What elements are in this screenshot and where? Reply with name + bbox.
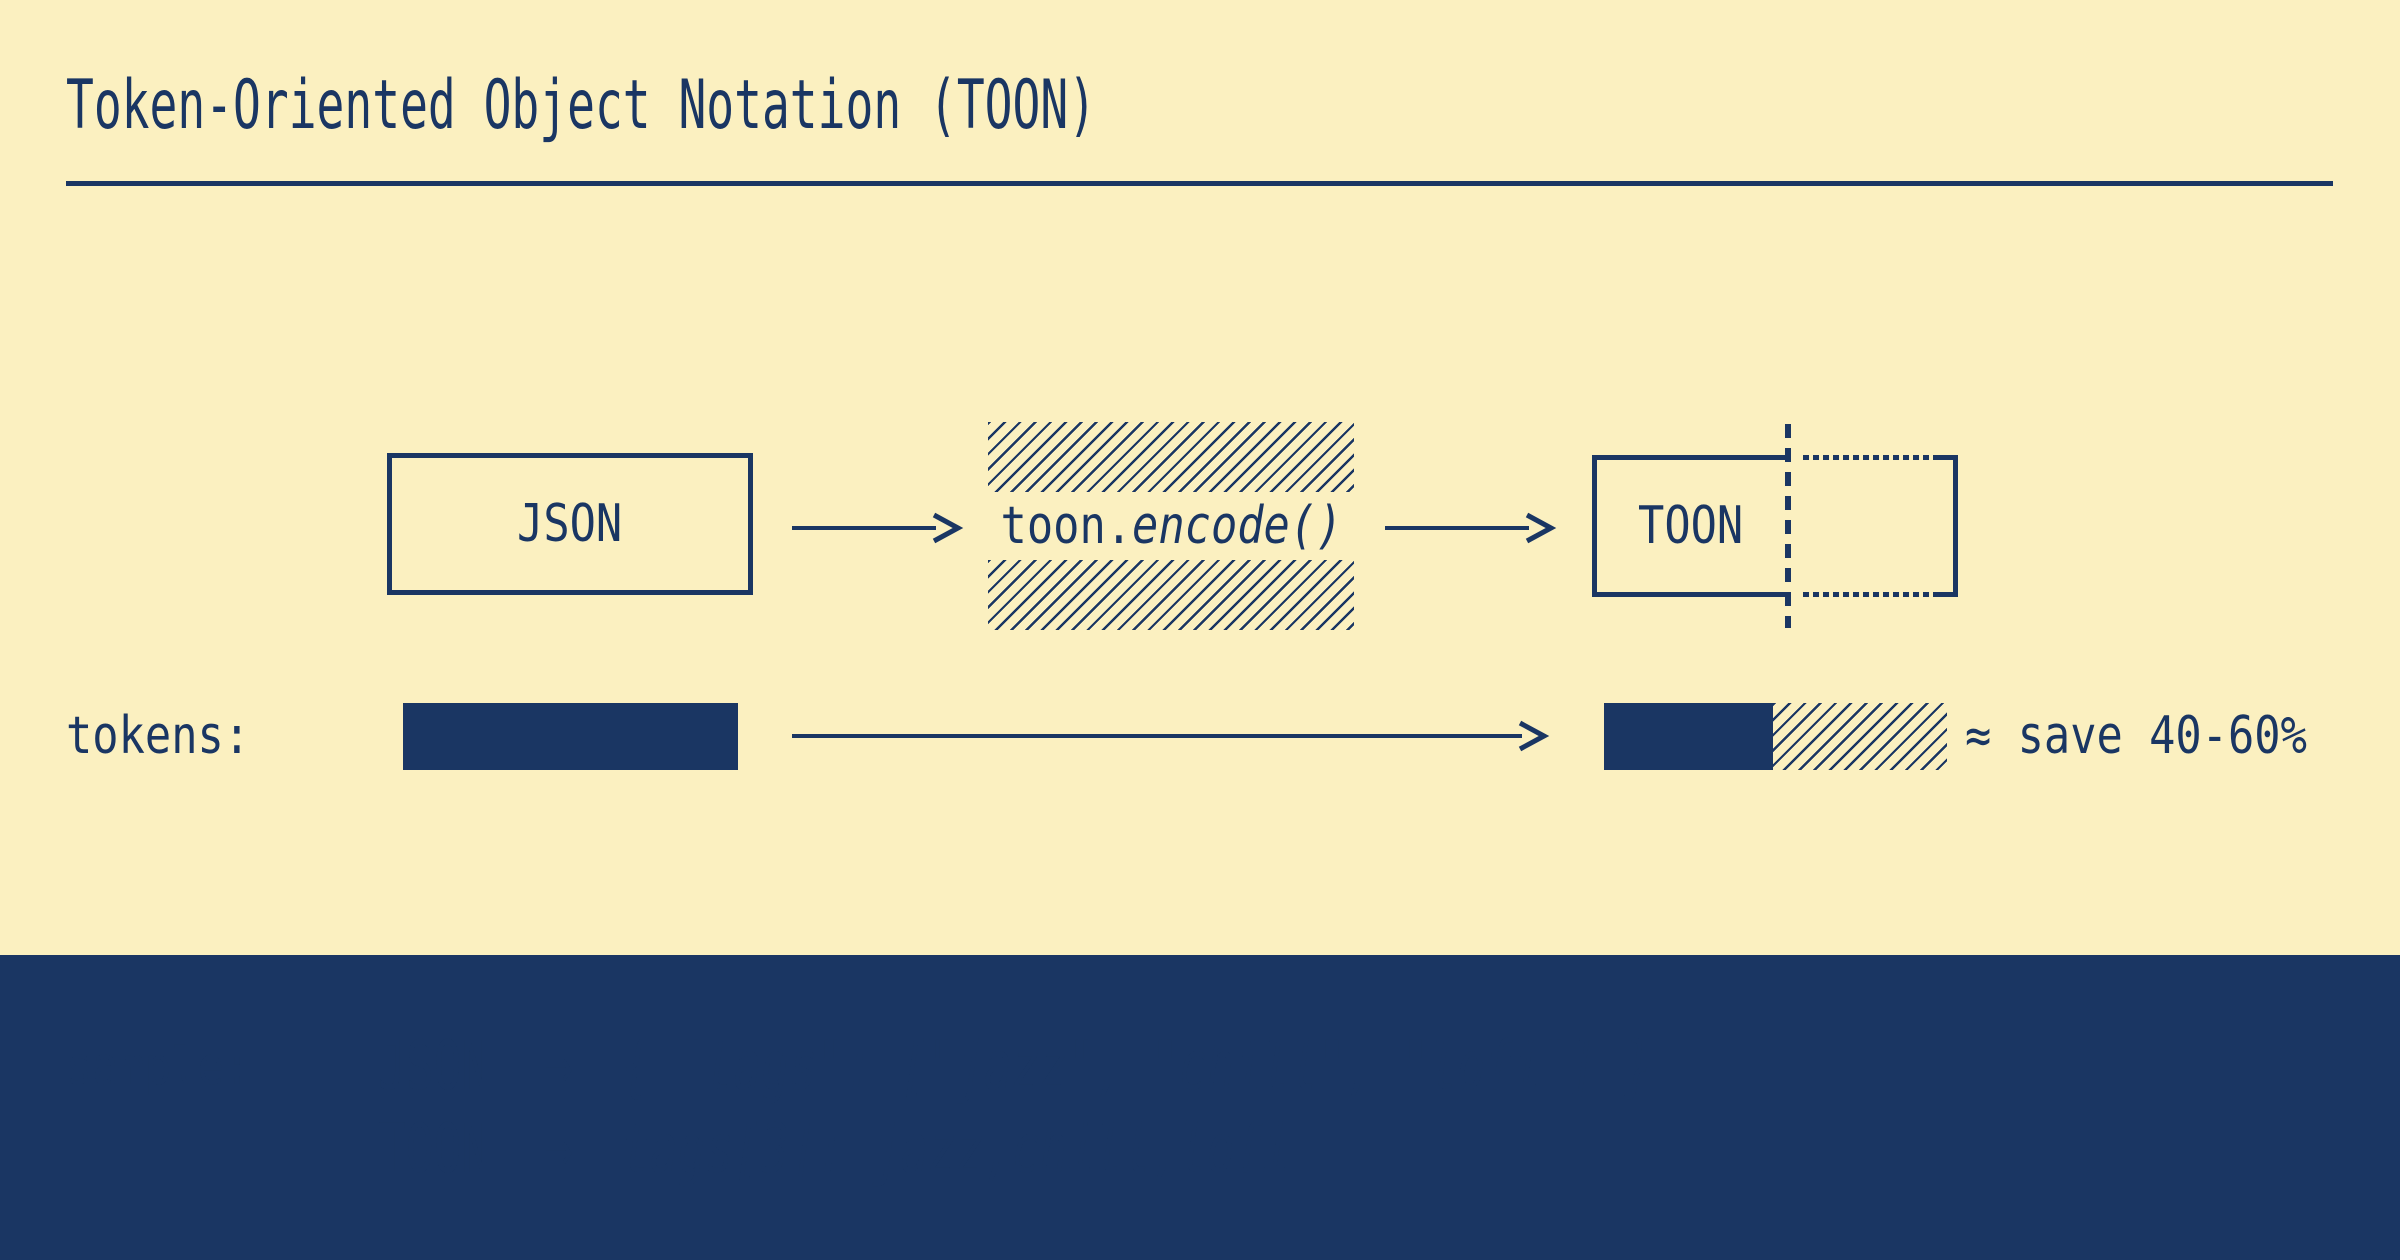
dotted-edge-bottom <box>1803 592 1953 597</box>
sample-panel <box>0 955 2400 1260</box>
toon-output-label: TOON <box>1638 496 1744 556</box>
saved-tokens-dotted-box <box>1803 455 1958 597</box>
encoder-call-label: toon.encode() <box>1000 500 1342 552</box>
sample-row-toon-format: TOON <box>378 1110 490 1189</box>
encoder-prefix: toon. <box>1000 496 1132 556</box>
hatch-pattern-bottom <box>988 560 1354 630</box>
toon-output-box: TOON <box>1592 455 1785 597</box>
toon-token-saved-hatch <box>1773 703 1947 770</box>
savings-note: ≈ save 40-60% <box>1965 706 2307 766</box>
flow-arrow-icon <box>1385 512 1557 544</box>
sample-row-toon-arrow-icon: → <box>545 1110 573 1189</box>
tokens-arrow-icon <box>792 720 1550 752</box>
dotted-edge-top <box>1803 455 1953 460</box>
hatch-pattern-top <box>988 422 1354 492</box>
cut-dashed-line <box>1785 424 1791 628</box>
sample-label: sample: <box>66 1037 251 1097</box>
sample-row-toon-code: tags[3]: jazz,chill,lofi <box>622 1110 1291 1189</box>
encoder-block: toon.encode() <box>988 422 1354 630</box>
sample-row-json-arrow-icon: → <box>545 1027 573 1106</box>
sample-row-json-code: { "tags": ["jazz", "chill", "lofi"] } <box>622 1027 1653 1106</box>
page-title: Token-Oriented Object Notation (TOON) <box>66 66 1097 145</box>
title-divider <box>66 181 2333 186</box>
flow-arrow-icon <box>792 512 964 544</box>
json-token-bar <box>403 703 738 770</box>
encoder-method: encode() <box>1131 496 1342 556</box>
sample-row-json-format: JSON <box>378 1027 490 1106</box>
toon-token-bar <box>1604 703 1773 770</box>
tokens-row-label: tokens: <box>66 706 251 766</box>
json-input-box: JSON <box>387 453 753 595</box>
json-input-label: JSON <box>517 494 623 554</box>
